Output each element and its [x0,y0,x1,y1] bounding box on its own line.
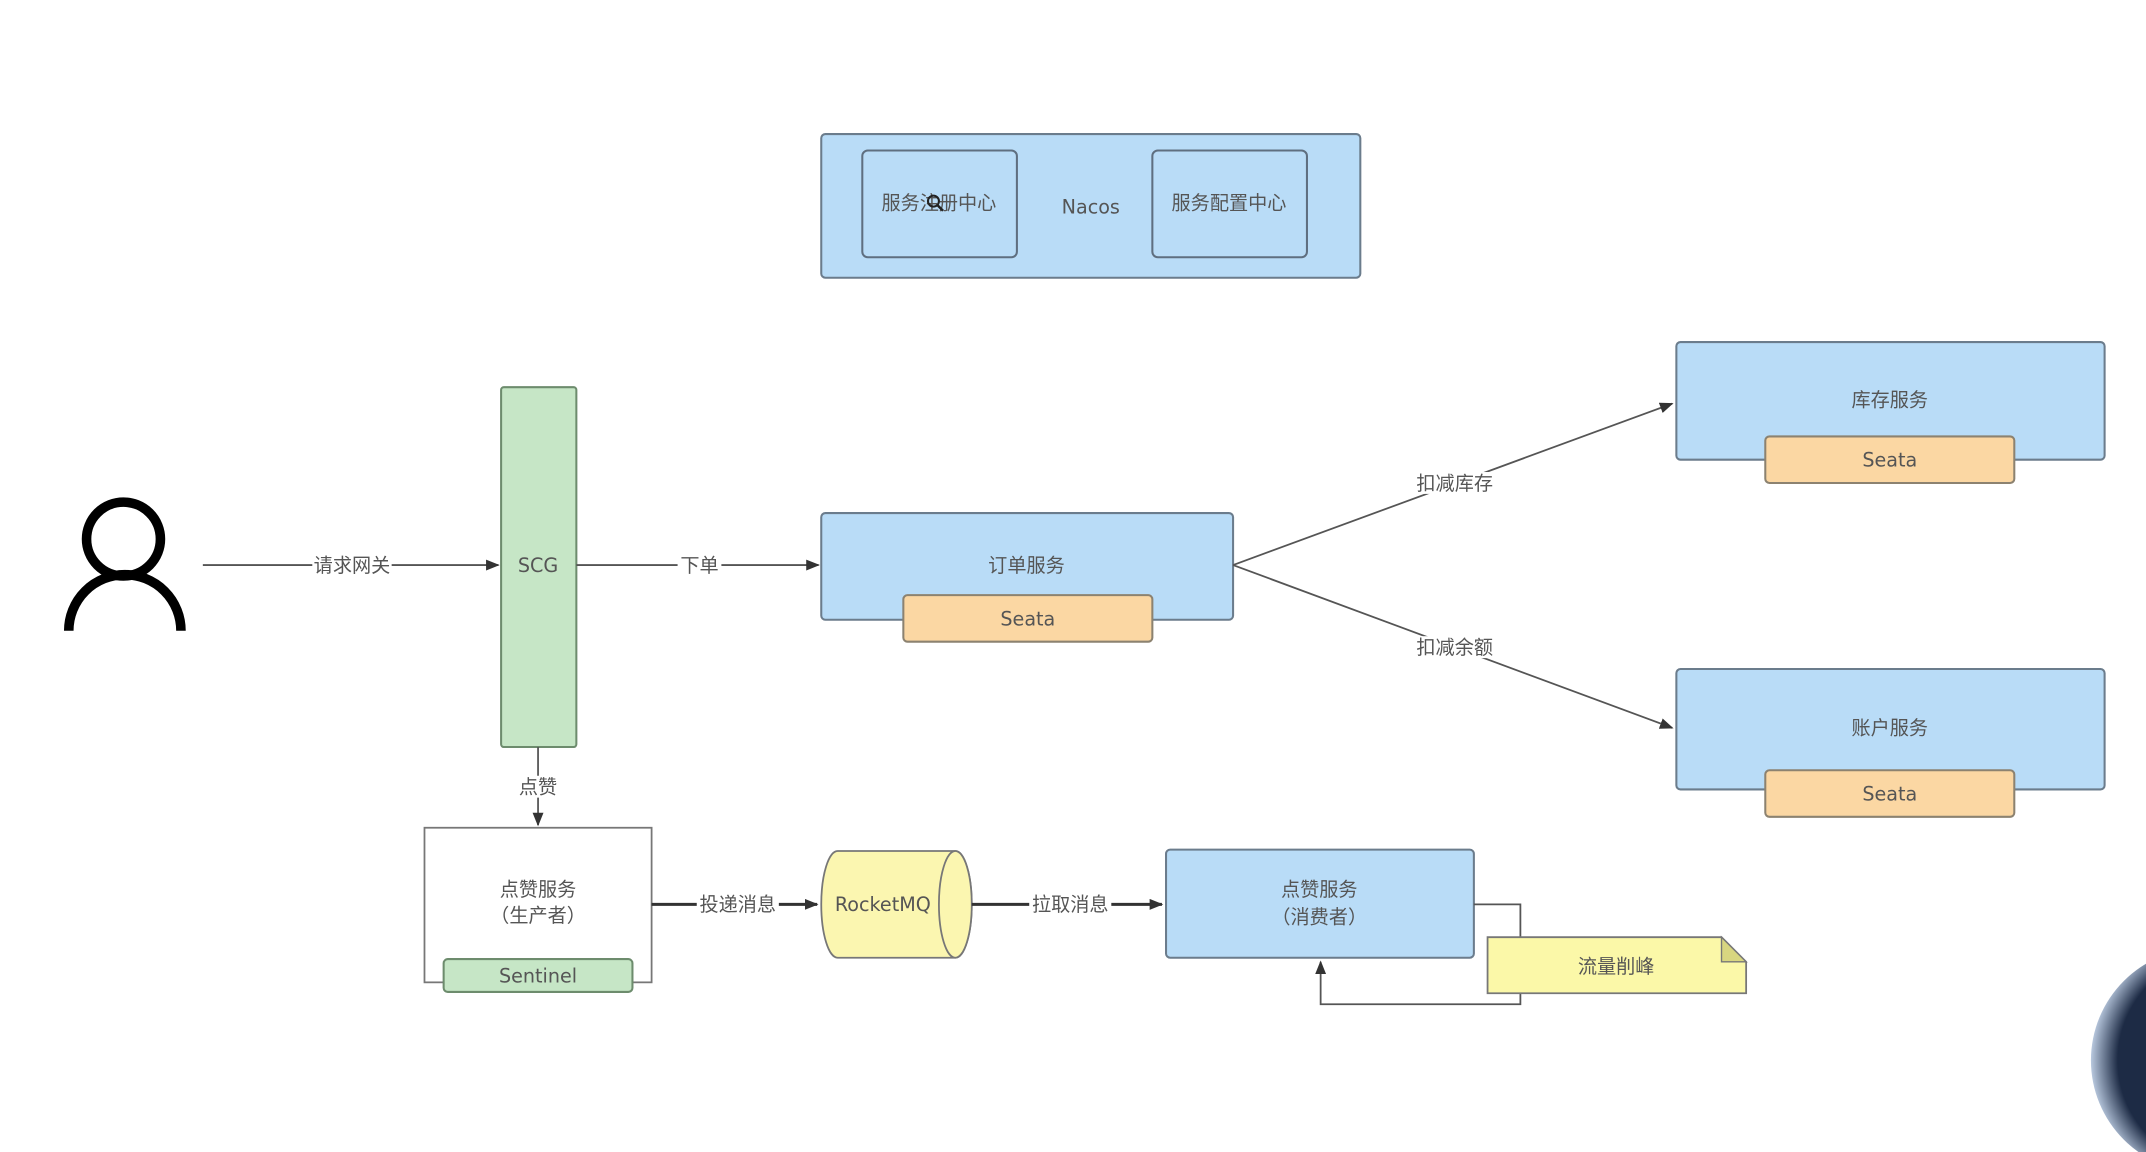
edge-label-deduct-stock: 扣减库存 [1416,472,1493,495]
like-consumer-title: 点赞服务 [1281,878,1358,901]
stock-seata-tag [1764,435,2016,484]
edge-label-place-order: 下单 [680,554,718,577]
rocketmq-cylinder [820,850,973,959]
config-box [1151,149,1308,259]
config-label: 服务配置中心 [1172,191,1287,214]
nacos-group: 服务注册中心 Nacos 服务配置中心 [820,133,1362,279]
stock-service-label: 库存服务 [1852,388,1929,411]
zoom-cursor-icon [926,194,944,212]
like-consumer-box [1165,848,1475,959]
edge-label-pull-message: 拉取消息 [1032,893,1109,916]
like-producer-title: 点赞服务 [500,878,577,901]
edge-label-deduct-balance: 扣减余额 [1416,636,1493,659]
user-icon [63,497,186,631]
like-producer-subtitle: （生产者） [490,904,586,927]
order-seata-tag [902,594,1154,643]
account-seata-label: Seata [1862,782,1917,805]
edge-label-like: 点赞 [519,776,557,799]
account-seata-tag [1764,769,2016,818]
note-peak-shaving [1486,935,1748,995]
edge-self-loop [1315,903,1522,1006]
nacos-label: Nacos [1062,195,1120,218]
edge-label-deliver-message: 投递消息 [700,893,777,916]
edge-label-request-gateway: 请求网关 [314,554,391,577]
order-seata-label: Seata [1000,607,1055,630]
gateway-label: SCG [518,554,558,577]
like-producer-box [423,826,653,984]
video-avatar [2090,963,2146,1152]
like-consumer-subtitle: （消费者） [1271,906,1367,929]
rocketmq-label: RocketMQ [835,893,931,916]
order-service-label: 订单服务 [988,554,1065,577]
sentinel-label: Sentinel [499,964,577,987]
account-service-label: 账户服务 [1852,717,1929,740]
note-label: 流量削峰 [1578,955,1655,978]
sentinel-tag [442,958,634,993]
stock-seata-label: Seata [1862,449,1917,472]
registry-box [861,149,1018,259]
